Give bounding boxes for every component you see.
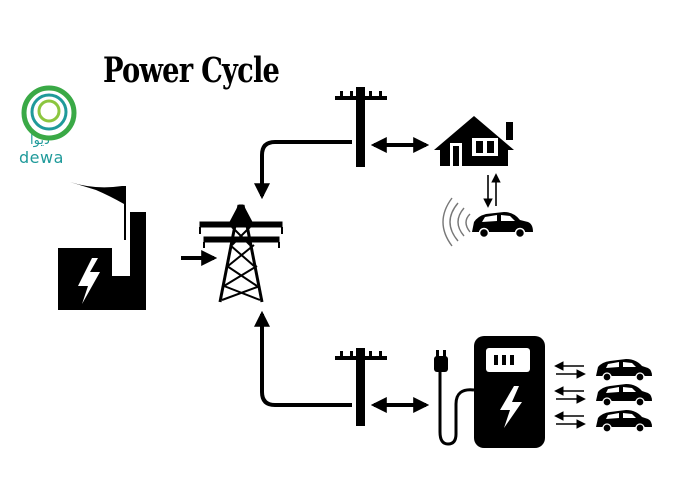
logo-text: dewa [19, 148, 64, 167]
diagram-title: Power Cycle [103, 50, 280, 91]
car-icon [596, 384, 652, 407]
house-icon [434, 116, 514, 166]
car-icon [596, 359, 652, 382]
power-plant-icon [58, 182, 146, 310]
arrow-tower-to-bottom-pole [254, 310, 352, 407]
utility-pole-icon [335, 348, 387, 426]
wireless-signal-icon [442, 197, 471, 247]
car-icon [596, 410, 652, 433]
electric-car-icon [472, 212, 533, 239]
transmission-tower-icon [199, 204, 283, 303]
dewa-logo [21, 85, 77, 141]
utility-pole-icon [335, 87, 387, 167]
arrows-charger-cars [554, 361, 586, 429]
arrow-tower-to-top-pole [254, 140, 352, 200]
charging-station-icon [434, 336, 545, 448]
